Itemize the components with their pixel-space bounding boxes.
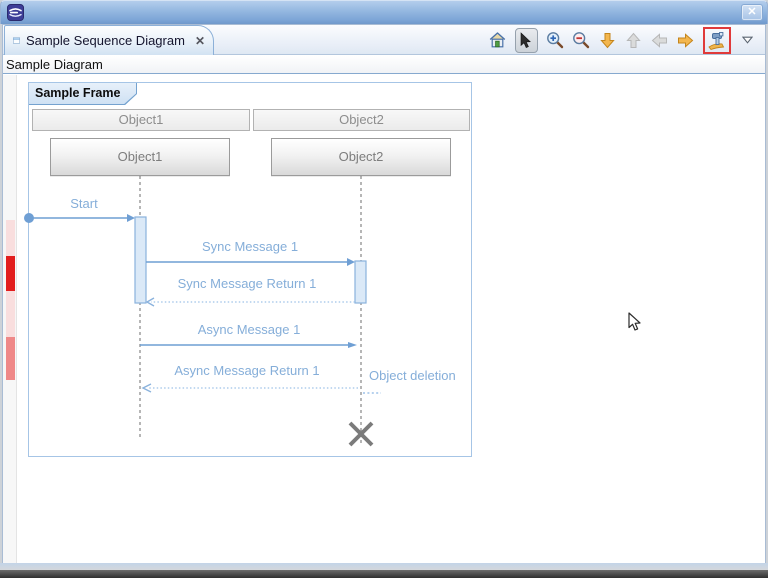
diagram-editor-icon	[13, 37, 20, 44]
configure-button[interactable]	[707, 29, 727, 51]
arrow-down-icon	[600, 32, 615, 48]
diagram-toolbar	[488, 25, 763, 55]
go-forward-button[interactable]	[677, 29, 695, 51]
message-label-async-return1[interactable]: Async Message Return 1	[174, 363, 320, 378]
lifeline-header-object2[interactable]: Object2	[253, 109, 470, 131]
zoom-out-icon	[573, 32, 590, 49]
tab-title: Sample Sequence Diagram	[25, 33, 185, 48]
marker-pink-2[interactable]	[6, 291, 15, 337]
marker-salmon[interactable]	[6, 337, 15, 380]
go-back-button[interactable]	[651, 29, 669, 51]
titlebar[interactable]: ✕	[0, 0, 768, 24]
zoom-in-icon	[547, 32, 564, 49]
message-label-sync1[interactable]: Sync Message 1	[201, 239, 299, 254]
scroll-down-button[interactable]	[598, 29, 616, 51]
eclipse-logo-icon	[7, 4, 24, 21]
cursor-icon	[521, 31, 532, 48]
message-label-object-deletion[interactable]: Object deletion	[369, 368, 456, 383]
tab-close-icon[interactable]: ✕	[194, 33, 205, 48]
scroll-up-button[interactable]	[624, 29, 642, 51]
message-label-start[interactable]: Start	[70, 196, 98, 211]
highlight-box	[702, 26, 731, 54]
arrow-right-icon	[678, 32, 694, 48]
message-label-async1[interactable]: Async Message 1	[197, 322, 301, 337]
reset-zoom-home-button[interactable]	[488, 29, 507, 51]
tool-hammer-icon	[708, 31, 725, 50]
select-mode-button[interactable]	[515, 27, 538, 53]
marker-red[interactable]	[6, 256, 15, 291]
object-box-object1[interactable]: Object1	[50, 138, 230, 176]
arrow-left-icon	[651, 32, 668, 48]
home-icon	[489, 32, 506, 48]
dropdown-triangle-icon	[742, 36, 754, 44]
editor-tabstrip: Sample Sequence Diagram ✕	[3, 25, 765, 55]
zoom-in-button[interactable]	[546, 29, 564, 51]
frame-title: Sample Frame	[29, 83, 136, 104]
zoom-out-button[interactable]	[572, 29, 590, 51]
window-close-button[interactable]: ✕	[741, 4, 763, 21]
object-box-object2[interactable]: Object2	[271, 138, 451, 176]
lifeline-header-object1[interactable]: Object1	[32, 109, 250, 131]
tab-sample-sequence-diagram[interactable]: Sample Sequence Diagram ✕	[4, 25, 214, 55]
frame-title-tab[interactable]: Sample Frame	[29, 83, 137, 105]
window-bottom-border	[0, 563, 768, 570]
arrow-up-icon	[626, 32, 641, 48]
marker-pink-1[interactable]	[6, 220, 15, 256]
view-menu-button[interactable]	[739, 29, 757, 51]
screen-bottom-strip	[0, 570, 768, 578]
breadcrumb: Sample Diagram	[3, 56, 765, 74]
message-label-sync-return1[interactable]: Sync Message Return 1	[177, 276, 317, 291]
